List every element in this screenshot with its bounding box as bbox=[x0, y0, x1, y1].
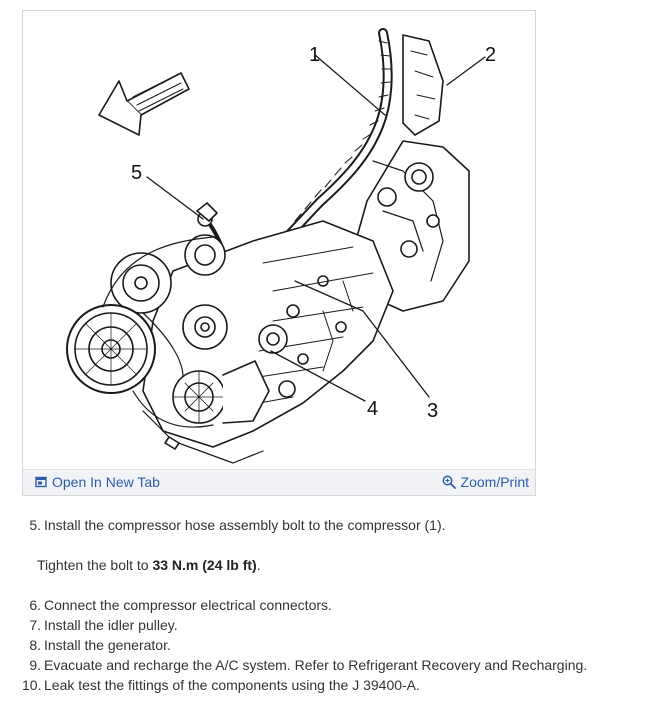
torque-note-prefix: Tighten the bolt to bbox=[37, 557, 153, 573]
procedure-steps: 5.Install the compressor hose assembly b… bbox=[22, 515, 652, 695]
callout-3: 3 bbox=[427, 400, 438, 422]
step-text: Evacuate and recharge the A/C system. Re… bbox=[44, 657, 588, 673]
compressor-bracket bbox=[402, 34, 444, 136]
open-in-new-tab-label: Open In New Tab bbox=[52, 474, 160, 490]
leader-line-1 bbox=[314, 54, 386, 116]
zoom-print-button[interactable]: Zoom/Print bbox=[442, 474, 529, 490]
step-item: 8.Install the generator. bbox=[22, 635, 652, 655]
step-number: 5. bbox=[29, 517, 41, 533]
engine-line-drawing: 1 2 3 4 5 bbox=[66, 28, 496, 464]
callout-4: 4 bbox=[367, 398, 378, 420]
callout-5: 5 bbox=[131, 162, 142, 184]
torque-value: 33 N.m (24 lb ft) bbox=[152, 557, 257, 573]
step-text: Install the idler pulley. bbox=[44, 617, 178, 633]
zoom-print-label: Zoom/Print bbox=[460, 474, 529, 490]
step-text: Install the generator. bbox=[44, 637, 171, 653]
step-number: 7. bbox=[29, 617, 41, 633]
figure-frame: 1 2 3 4 5 Open In New Tab bbox=[22, 10, 536, 496]
step-number: 10. bbox=[22, 677, 42, 693]
callout-labels: 1 2 3 4 5 bbox=[131, 44, 496, 422]
external-window-icon bbox=[35, 476, 47, 488]
magnifier-icon bbox=[442, 475, 456, 489]
step-item: 6.Connect the compressor electrical conn… bbox=[22, 595, 652, 615]
leader-line-4 bbox=[270, 350, 366, 402]
step-item: 10.Leak test the fittings of the compone… bbox=[22, 675, 652, 695]
step-item: 7.Install the idler pulley. bbox=[22, 615, 652, 635]
step-number: 9. bbox=[29, 657, 41, 673]
step-text: Install the compressor hose assembly bol… bbox=[44, 517, 446, 533]
leader-line-5 bbox=[146, 176, 204, 220]
figure-toolbar: Open In New Tab Zoom/Print bbox=[23, 469, 535, 495]
open-in-new-tab-button[interactable]: Open In New Tab bbox=[35, 474, 160, 490]
leader-line-3 bbox=[294, 280, 430, 398]
step-number: 8. bbox=[29, 637, 41, 653]
step-text: Leak test the fittings of the components… bbox=[44, 677, 420, 693]
torque-note: Tighten the bolt to 33 N.m (24 lb ft). bbox=[22, 555, 652, 575]
leader-line-2 bbox=[446, 56, 486, 86]
front-direction-arrow bbox=[98, 72, 190, 136]
step-text: Connect the compressor electrical connec… bbox=[44, 597, 332, 613]
engine-diagram: 1 2 3 4 5 bbox=[23, 11, 535, 469]
step-number: 6. bbox=[29, 597, 41, 613]
callout-1: 1 bbox=[309, 44, 320, 66]
torque-note-suffix: . bbox=[256, 557, 261, 573]
callout-2: 2 bbox=[485, 44, 496, 66]
step-item: 5.Install the compressor hose assembly b… bbox=[22, 515, 652, 535]
step-item: 9.Evacuate and recharge the A/C system. … bbox=[22, 655, 652, 675]
